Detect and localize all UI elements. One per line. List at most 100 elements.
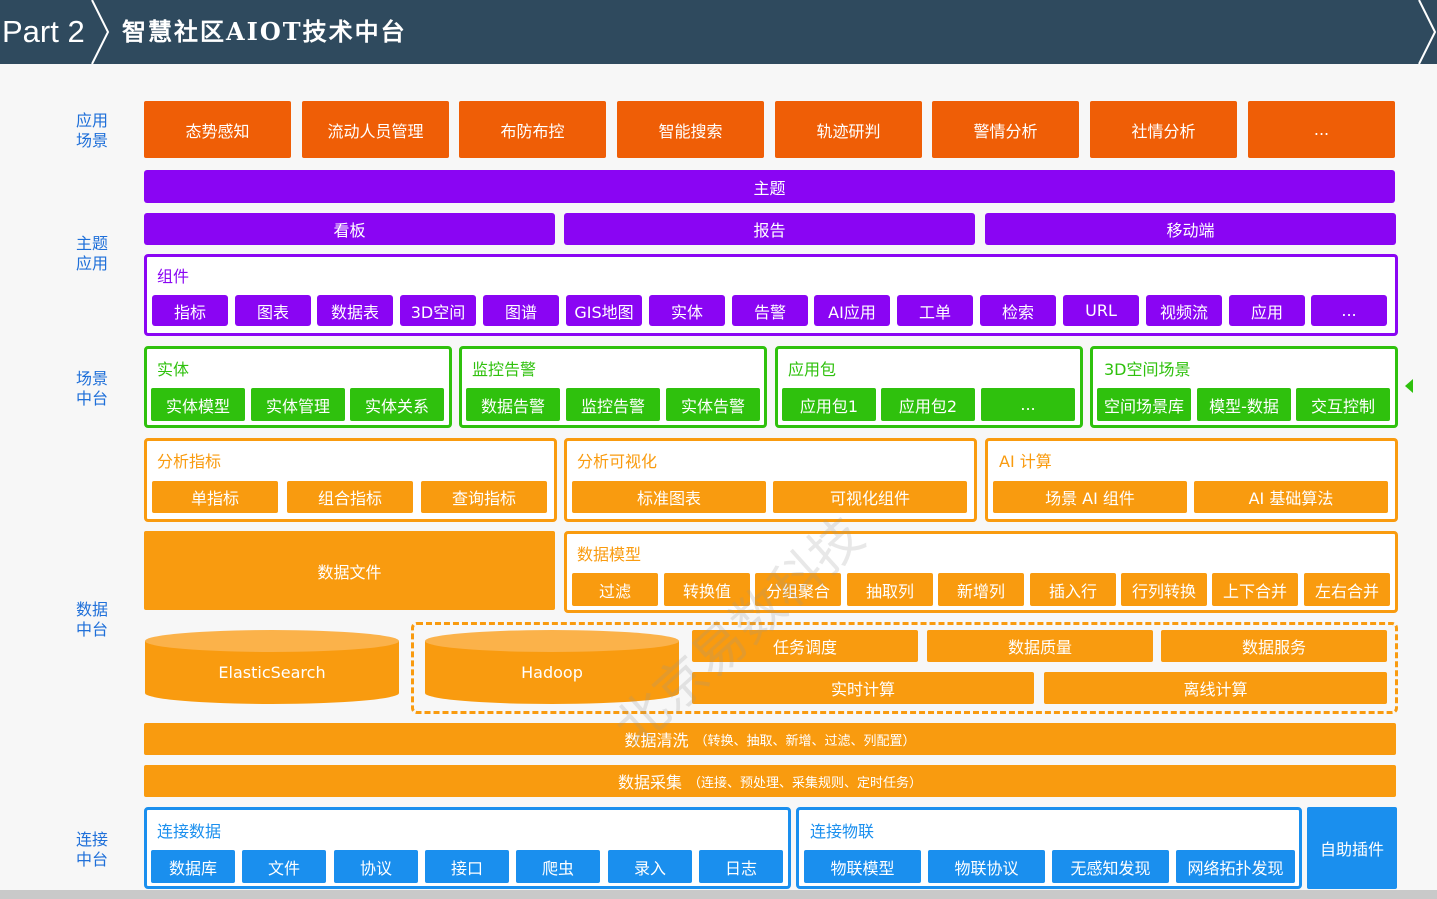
app-scenario: 态势感知 xyxy=(144,101,291,158)
data-model-label: 数据模型 xyxy=(577,545,642,564)
connect-iot-label: 连接物联 xyxy=(810,822,875,841)
compute-item: 实时计算 xyxy=(692,672,1034,704)
data-model-item: 分组聚合 xyxy=(755,573,841,606)
connect-iot-item: 网络拓扑发现 xyxy=(1176,850,1295,883)
side-label-theme: 主题应用 xyxy=(75,234,108,273)
component-item: AI应用 xyxy=(814,295,890,326)
component-item: 图表 xyxy=(235,295,311,326)
theme-item: 看板 xyxy=(144,213,555,245)
connect-data-item: 文件 xyxy=(242,850,326,883)
scene-group-label: 应用包 xyxy=(788,360,837,379)
app-scenario: 警情分析 xyxy=(932,101,1079,158)
side-label-connect: 连接中台 xyxy=(75,830,108,869)
component-item: ... xyxy=(1311,295,1387,326)
connect-data-label: 连接数据 xyxy=(157,822,222,841)
data-cleaning-title: 数据清洗 xyxy=(624,731,689,750)
data-model-item: 新增列 xyxy=(938,573,1024,606)
side-label-app: 应用场景 xyxy=(75,111,108,150)
component-item: 工单 xyxy=(897,295,973,326)
component-item: 指标 xyxy=(152,295,228,326)
data-model-item: 转换值 xyxy=(664,573,750,606)
data-collection-bar: 数据采集 （连接、预处理、采集规则、定时任务） xyxy=(144,765,1396,797)
header-bar: Part 2 智慧社区AIOT技术中台 xyxy=(0,0,1437,64)
triangle-left-icon xyxy=(1405,379,1413,393)
app-scenario: 轨迹研判 xyxy=(775,101,922,158)
data-model-item: 插入行 xyxy=(1030,573,1116,606)
scene-item: 应用包2 xyxy=(881,388,975,421)
scene-item: 实体模型 xyxy=(151,388,245,421)
connect-data-item: 接口 xyxy=(425,850,509,883)
compute-dashed-frame xyxy=(411,622,1398,714)
scene-item: ... xyxy=(981,388,1075,421)
analysis-item: 查询指标 xyxy=(421,481,547,513)
scene-group-label: 实体 xyxy=(157,360,190,379)
component-item: 视频流 xyxy=(1146,295,1222,326)
connect-iot-item: 无感知发现 xyxy=(1052,850,1169,883)
connect-data-item: 协议 xyxy=(334,850,418,883)
connect-iot-item: 物联模型 xyxy=(804,850,921,883)
scene-item: 实体管理 xyxy=(251,388,345,421)
storage-label: Hadoop xyxy=(521,662,583,682)
data-model-item: 上下合并 xyxy=(1212,573,1298,606)
connect-data-item: 日志 xyxy=(699,850,783,883)
self-service-plugin: 自助插件 xyxy=(1307,807,1397,889)
data-cleaning-bar: 数据清洗 （转换、抽取、新增、过滤、列配置） xyxy=(144,723,1396,755)
analysis-item: 可视化组件 xyxy=(773,481,967,513)
analysis-group-label: 分析可视化 xyxy=(577,452,658,471)
scene-item: 数据告警 xyxy=(466,388,560,421)
hadoop-cylinder: Hadoop xyxy=(425,630,679,704)
analysis-group-label: 分析指标 xyxy=(157,452,222,471)
data-model-item: 抽取列 xyxy=(847,573,933,606)
connect-iot-item: 物联协议 xyxy=(928,850,1045,883)
connect-data-item: 录入 xyxy=(608,850,692,883)
data-cleaning-detail: （转换、抽取、新增、过滤、列配置） xyxy=(694,733,916,749)
component-item: URL xyxy=(1063,295,1139,326)
data-collection-detail: （连接、预处理、采集规则、定时任务） xyxy=(688,775,923,791)
components-label: 组件 xyxy=(157,267,190,286)
scene-item: 模型-数据 xyxy=(1197,388,1291,421)
analysis-item: 标准图表 xyxy=(572,481,766,513)
scene-group-label: 监控告警 xyxy=(472,360,537,379)
bottom-bar xyxy=(0,890,1437,899)
component-item: 数据表 xyxy=(317,295,393,326)
side-label-scene: 场景中台 xyxy=(75,369,108,408)
analysis-group-label: AI 计算 xyxy=(999,452,1052,471)
connect-data-item: 爬虫 xyxy=(516,850,600,883)
component-item: 3D空间 xyxy=(400,295,476,326)
analysis-item: 场景 AI 组件 xyxy=(993,481,1187,513)
compute-item: 数据服务 xyxy=(1161,630,1387,662)
component-item: 实体 xyxy=(649,295,725,326)
scene-item: 空间场景库 xyxy=(1097,388,1191,421)
compute-item: 任务调度 xyxy=(692,630,918,662)
component-item: 检索 xyxy=(980,295,1056,326)
component-item: GIS地图 xyxy=(566,295,642,326)
scene-item: 监控告警 xyxy=(566,388,660,421)
analysis-item: AI 基础算法 xyxy=(1194,481,1388,513)
compute-item: 数据质量 xyxy=(927,630,1153,662)
connect-data-item: 数据库 xyxy=(151,850,235,883)
app-scenario: 流动人员管理 xyxy=(302,101,449,158)
elasticsearch-cylinder: ElasticSearch xyxy=(145,630,399,704)
chevron-right-icon xyxy=(91,0,110,64)
part-label: Part 2 xyxy=(2,14,85,49)
data-model-item: 行列转换 xyxy=(1121,573,1207,606)
app-scenario: 布防布控 xyxy=(459,101,606,158)
storage-label: ElasticSearch xyxy=(218,662,326,682)
compute-item: 离线计算 xyxy=(1044,672,1387,704)
component-item: 告警 xyxy=(732,295,808,326)
theme-bar: 主题 xyxy=(144,170,1395,203)
chevron-right-icon xyxy=(1418,0,1437,64)
theme-item: 移动端 xyxy=(985,213,1396,245)
page-title: 智慧社区AIOT技术中台 xyxy=(122,17,407,46)
app-scenario: ... xyxy=(1248,101,1395,158)
analysis-item: 单指标 xyxy=(152,481,278,513)
app-scenario: 智能搜索 xyxy=(617,101,764,158)
scene-item: 交互控制 xyxy=(1296,388,1390,421)
side-label-data: 数据中台 xyxy=(75,600,108,639)
analysis-item: 组合指标 xyxy=(287,481,413,513)
data-collection-title: 数据采集 xyxy=(617,773,682,792)
app-scenario: 社情分析 xyxy=(1090,101,1237,158)
theme-item: 报告 xyxy=(564,213,975,245)
data-file-block: 数据文件 xyxy=(144,531,555,610)
component-item: 图谱 xyxy=(483,295,559,326)
